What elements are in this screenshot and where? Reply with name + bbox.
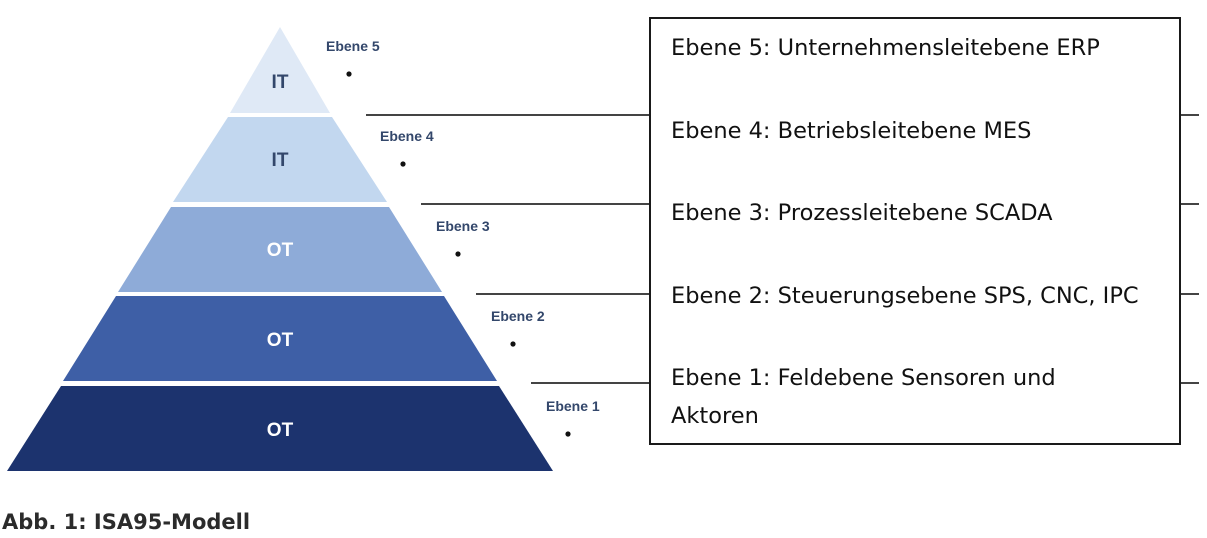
level-legend-box: Ebene 5: Unternehmensleitebene ERP Ebene… [649, 17, 1181, 445]
isa95-pyramid-diagram: IT IT OT OT OT Ebene 5 Ebene 4 Ebene 3 E… [7, 27, 1199, 471]
bullet-dot-5 [346, 71, 352, 77]
tier-2-shape [63, 296, 497, 381]
legend-item-1: Ebene 1: Feldebene Sensoren und Aktoren [671, 365, 1056, 429]
level-tag-5: Ebene 5 [326, 38, 380, 54]
legend-item-5: Ebene 5: Unternehmensleitebene ERP [671, 35, 1100, 61]
tier-5-label: IT [272, 72, 289, 93]
tier-4-shape [173, 117, 387, 202]
legend-item-2: Ebene 2: Steuerungsebene SPS, CNC, IPC [671, 283, 1139, 309]
pyramid: IT IT OT OT OT [7, 27, 553, 471]
level-tags: Ebene 5 Ebene 4 Ebene 3 Ebene 2 Ebene 1 [326, 38, 600, 437]
level-tag-3: Ebene 3 [436, 218, 490, 234]
figure-caption: Abb. 1: ISA95-Modell [2, 510, 251, 534]
bullet-dot-2 [510, 341, 516, 347]
tier-1-label: OT [267, 420, 294, 441]
tier-2-label: OT [267, 330, 294, 351]
tier-3-label: OT [267, 240, 294, 261]
legend-item-4: Ebene 4: Betriebsleitebene MES [671, 118, 1032, 144]
tier-3-shape [118, 207, 442, 292]
legend-item-3: Ebene 3: Prozessleitebene SCADA [671, 200, 1053, 226]
level-tag-4: Ebene 4 [380, 128, 434, 144]
level-tag-1: Ebene 1 [546, 398, 600, 414]
tier-4-label: IT [272, 150, 289, 171]
bullet-dot-3 [455, 251, 461, 257]
bullet-dot-4 [400, 161, 406, 167]
tier-5-shape [230, 27, 330, 113]
level-tag-2: Ebene 2 [491, 308, 545, 324]
bullet-dot-1 [565, 431, 571, 437]
tier-1-shape [7, 386, 553, 471]
